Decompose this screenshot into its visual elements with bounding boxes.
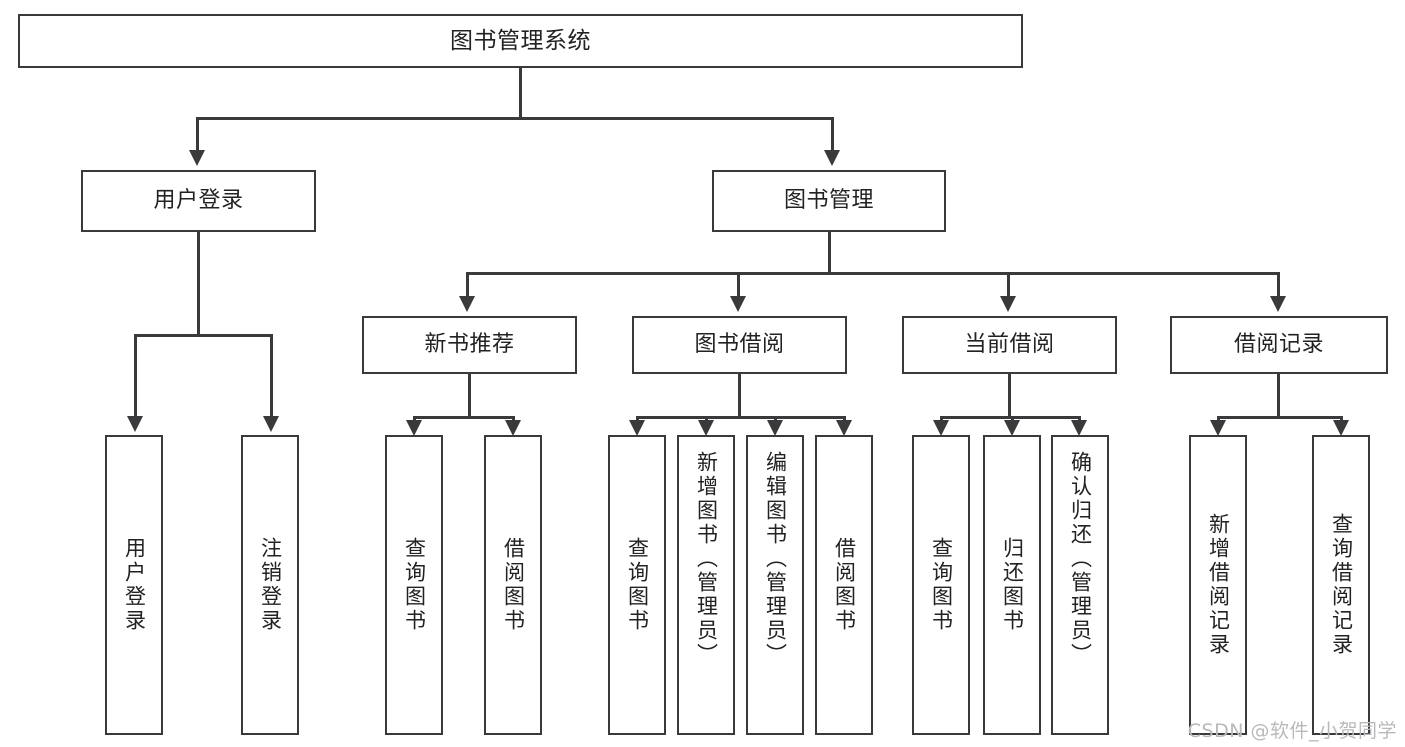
node-leaf-query-book-1[interactable]: 查询图书 xyxy=(385,435,443,735)
arrowhead-book-management xyxy=(824,150,840,166)
connector-level3-bar xyxy=(466,272,1279,275)
arrowhead-leaf-confirm-return xyxy=(1071,420,1087,436)
arrowhead-book-borrow xyxy=(730,296,746,312)
node-leaf-add-book[interactable]: 新增图书（管理员） xyxy=(677,435,735,735)
connector-book-borrow-stem xyxy=(738,374,741,418)
connector-user-login-stem xyxy=(197,232,200,336)
node-label: 查询图书 xyxy=(402,537,427,633)
watermark-text: CSDN @软件_小贺同学 xyxy=(1187,720,1397,742)
node-label: 借阅图书 xyxy=(501,537,526,633)
connector-root-to-book-management xyxy=(831,117,834,152)
arrowhead-leaf-add-record xyxy=(1210,420,1226,436)
arrowhead-leaf-borrow-book-1 xyxy=(505,420,521,436)
arrowhead-leaf-query-book-1 xyxy=(406,420,422,436)
arrowhead-leaf-user-logout xyxy=(263,416,279,432)
arrowhead-leaf-add-book xyxy=(698,420,714,436)
arrowhead-leaf-query-book-2 xyxy=(629,420,645,436)
node-leaf-user-logout[interactable]: 注销登录 xyxy=(241,435,299,735)
node-label: 注销登录 xyxy=(258,537,283,633)
connector-book-borrow-bar xyxy=(636,416,845,419)
connector-current-borrow-bar xyxy=(940,416,1080,419)
connector-root-to-user-login xyxy=(196,117,199,152)
arrowhead-new-book-recommend xyxy=(459,296,475,312)
node-leaf-add-record[interactable]: 新增借阅记录 xyxy=(1189,435,1247,735)
connector-root-stem xyxy=(519,68,522,118)
node-book-management[interactable]: 图书管理 xyxy=(712,170,946,232)
connector-to-leaf-user-logout xyxy=(270,334,273,418)
node-leaf-user-login[interactable]: 用户登录 xyxy=(105,435,163,735)
node-leaf-return-book[interactable]: 归还图书 xyxy=(983,435,1041,735)
arrowhead-leaf-query-record xyxy=(1333,420,1349,436)
arrowhead-leaf-edit-book xyxy=(767,420,783,436)
node-label: 当前借阅 xyxy=(964,332,1055,358)
node-label: 新增图书（管理员） xyxy=(694,451,719,667)
node-label: 确认归还（管理员） xyxy=(1068,451,1093,667)
connector-to-new-book-recommend xyxy=(466,272,469,298)
node-label: 图书管理系统 xyxy=(450,27,591,54)
connector-to-borrow-record xyxy=(1277,272,1280,298)
node-leaf-borrow-book-2[interactable]: 借阅图书 xyxy=(815,435,873,735)
arrowhead-borrow-record xyxy=(1270,296,1286,312)
connector-new-book-recommend-stem xyxy=(468,374,471,418)
node-label: 新书推荐 xyxy=(424,332,515,358)
node-user-login[interactable]: 用户登录 xyxy=(81,170,316,232)
node-label: 编辑图书（管理员） xyxy=(763,451,788,667)
connector-to-book-borrow xyxy=(737,272,740,298)
connector-borrow-record-bar xyxy=(1217,416,1342,419)
node-label: 用户登录 xyxy=(122,537,147,633)
arrowhead-leaf-return-book xyxy=(1004,420,1020,436)
node-label: 查询借阅记录 xyxy=(1329,513,1354,657)
connector-current-borrow-stem xyxy=(1008,374,1011,418)
connector-borrow-record-stem xyxy=(1277,374,1280,418)
connector-user-login-bar xyxy=(134,334,272,337)
arrowhead-leaf-borrow-book-2 xyxy=(836,420,852,436)
node-label: 查询图书 xyxy=(625,537,650,633)
node-label: 归还图书 xyxy=(1000,537,1025,633)
node-book-borrow[interactable]: 图书借阅 xyxy=(632,316,847,374)
node-label: 借阅图书 xyxy=(832,537,857,633)
node-current-borrow[interactable]: 当前借阅 xyxy=(902,316,1117,374)
arrowhead-user-login xyxy=(189,150,205,166)
arrowhead-current-borrow xyxy=(1000,296,1016,312)
arrowhead-leaf-user-login xyxy=(127,416,143,432)
node-root-book-management-system[interactable]: 图书管理系统 xyxy=(18,14,1023,68)
connector-root-bar xyxy=(196,117,833,120)
node-leaf-confirm-return[interactable]: 确认归还（管理员） xyxy=(1051,435,1109,735)
node-borrow-record[interactable]: 借阅记录 xyxy=(1170,316,1388,374)
connector-new-book-recommend-bar xyxy=(413,416,514,419)
node-label: 借阅记录 xyxy=(1233,332,1324,358)
arrowhead-leaf-query-book-3 xyxy=(933,420,949,436)
connector-to-leaf-user-login xyxy=(134,334,137,418)
node-label: 新增借阅记录 xyxy=(1206,513,1231,657)
connector-to-current-borrow xyxy=(1007,272,1010,298)
node-leaf-query-book-2[interactable]: 查询图书 xyxy=(608,435,666,735)
node-leaf-edit-book[interactable]: 编辑图书（管理员） xyxy=(746,435,804,735)
node-new-book-recommend[interactable]: 新书推荐 xyxy=(362,316,577,374)
node-leaf-query-record[interactable]: 查询借阅记录 xyxy=(1312,435,1370,735)
connector-book-management-stem xyxy=(828,232,831,274)
node-leaf-borrow-book-1[interactable]: 借阅图书 xyxy=(484,435,542,735)
node-label: 查询图书 xyxy=(929,537,954,633)
node-label: 图书管理 xyxy=(783,188,874,214)
node-label: 图书借阅 xyxy=(694,332,785,358)
node-leaf-query-book-3[interactable]: 查询图书 xyxy=(912,435,970,735)
node-label: 用户登录 xyxy=(153,188,244,214)
